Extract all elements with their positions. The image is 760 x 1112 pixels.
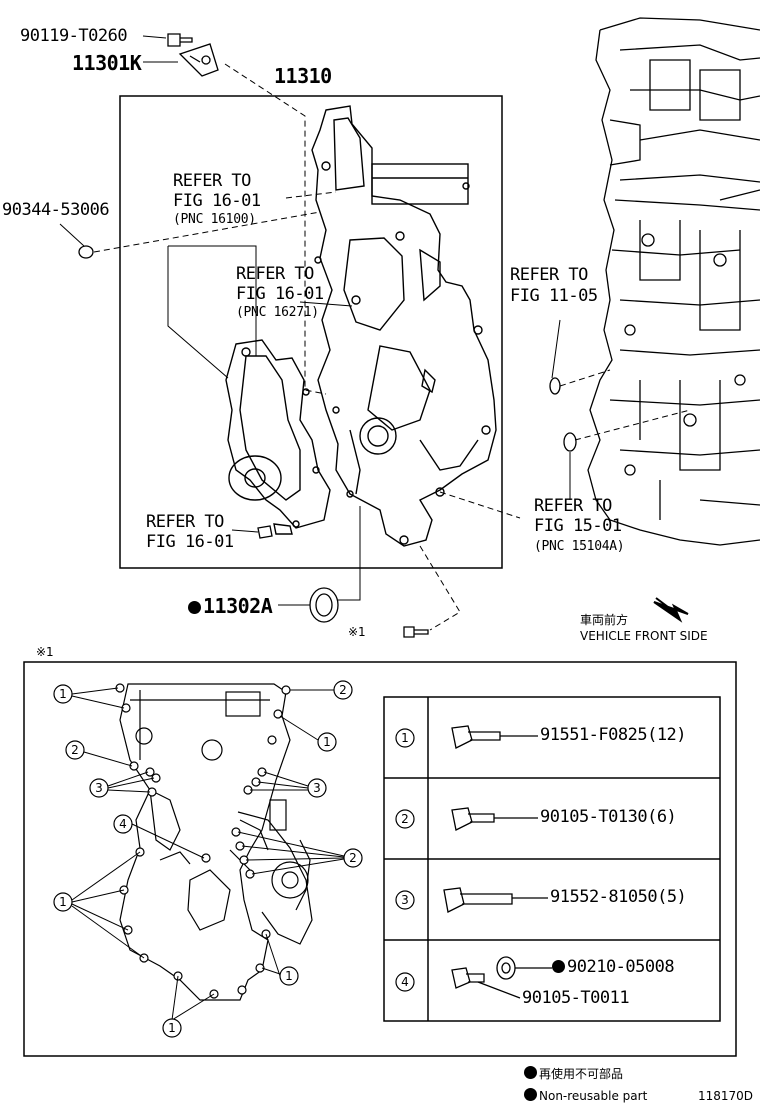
refer-a-line2: FIG 16-01 xyxy=(173,191,261,211)
row-2-number: 2 xyxy=(401,812,409,826)
refer-d-line1: REFER TO xyxy=(534,496,612,516)
row-2-part-number: 90105-T0130(6) xyxy=(540,807,677,827)
detail-callout-lines xyxy=(71,687,345,1021)
plug-part-number: 90344-53006 xyxy=(2,200,110,220)
callout-3: 3 xyxy=(313,781,321,795)
callout-3: 3 xyxy=(95,781,103,795)
sensor-part-number: 11301K xyxy=(72,51,142,75)
callout-1: 1 xyxy=(168,1021,176,1035)
engine-block xyxy=(587,17,760,546)
refer-d-line2: FIG 15-01 xyxy=(534,516,622,536)
non-reusable-icon xyxy=(524,1066,537,1079)
refer-a-line1: REFER TO xyxy=(173,171,251,191)
row-3-number: 3 xyxy=(401,893,409,907)
leader-lines xyxy=(59,35,691,631)
callout-1: 1 xyxy=(285,969,293,983)
callout-2: 2 xyxy=(349,851,357,865)
detail-frame xyxy=(23,661,737,1057)
detail-cover xyxy=(119,683,313,1001)
detail-mark: ※1 xyxy=(36,645,54,659)
legend-jp: 再使用不可部品 xyxy=(524,1066,623,1080)
callout-circles xyxy=(53,680,415,1038)
refer-a-line3: (PNC 16100) xyxy=(173,212,256,227)
vehicle-front-jp: 車両前方 xyxy=(580,613,629,627)
refer-b-line1: REFER TO xyxy=(236,264,314,284)
callout-1: 1 xyxy=(59,895,67,909)
callout-1: 1 xyxy=(323,735,331,749)
refer-b-line3: (PNC 16271) xyxy=(236,305,319,320)
refer-e-line2: FIG 16-01 xyxy=(146,532,234,552)
refer-e-line1: REFER TO xyxy=(146,512,224,532)
cover-frame xyxy=(119,95,503,569)
callout-4: 4 xyxy=(119,817,127,831)
table-bolts xyxy=(443,725,552,999)
refer-c-line1: REFER TO xyxy=(510,265,588,285)
row-1-number: 1 xyxy=(401,731,409,745)
non-reusable-icon xyxy=(552,960,565,973)
non-reusable-icon xyxy=(188,601,201,614)
timing-cover xyxy=(311,105,497,547)
row-4-bolt-part-number: 90105-T0011 xyxy=(522,988,630,1008)
vehicle-front-en: VEHICLE FRONT SIDE xyxy=(580,629,708,643)
refer-d-line3: (PNC 15104A) xyxy=(534,539,625,554)
figure-id: 118170D xyxy=(698,1089,754,1103)
note-mark: ※1 xyxy=(348,625,366,639)
row-4-washer-part-number: 90210-05008 xyxy=(552,959,675,976)
legend-en: Non-reusable part xyxy=(524,1088,647,1102)
row-1-part-number: 91551-F0825(12) xyxy=(540,725,687,745)
row-3-part-number: 91552-81050(5) xyxy=(550,887,687,907)
callout-2: 2 xyxy=(71,743,79,757)
refer-b-line2: FIG 16-01 xyxy=(236,284,324,304)
water-pump xyxy=(225,339,331,535)
non-reusable-icon xyxy=(524,1088,537,1101)
callout-numbers: 1 2 1 2 3 3 4 1 2 1 1 1 2 3 4 xyxy=(59,683,409,1035)
cover-part-number: 11310 xyxy=(274,64,332,88)
row-4-number: 4 xyxy=(401,975,409,989)
refer-c-line2: FIG 11-05 xyxy=(510,286,598,306)
callout-1: 1 xyxy=(59,687,67,701)
front-arrow-icon xyxy=(653,597,689,623)
seal-part-number: 11302A xyxy=(188,596,273,616)
sensor-bolt-part-number: 90119-T0260 xyxy=(20,26,128,46)
callout-2: 2 xyxy=(339,683,347,697)
